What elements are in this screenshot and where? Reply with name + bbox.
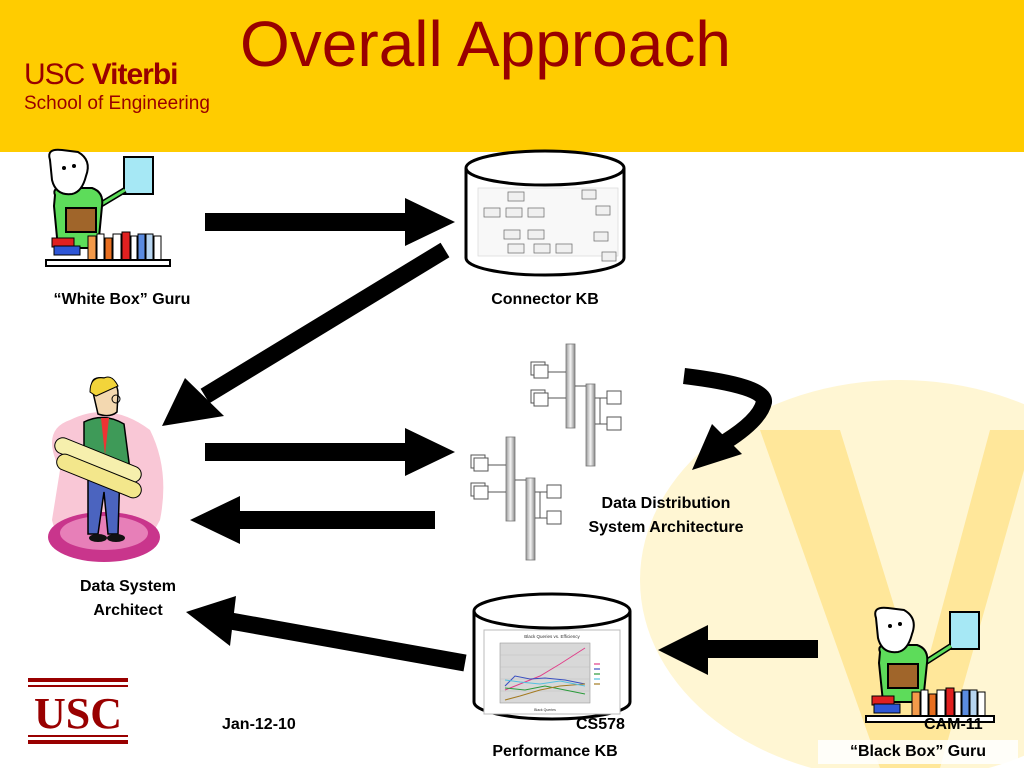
data-distribution-diagram [470, 343, 622, 561]
arrow-connector-kb-to-architect [162, 242, 450, 426]
arrow-distribution-to-architect [190, 496, 435, 544]
arrow-performance-kb-to-architect [186, 596, 467, 672]
data-distribution-label: Data Distribution System Architecture [588, 495, 744, 536]
arrow-curved-to-distribution [683, 368, 772, 470]
mini-chart-title: Black Queries vs. Efficiency [524, 634, 580, 639]
black-box-guru-figure [865, 606, 995, 723]
performance-kb-label: Performance KB [460, 740, 650, 764]
arrow-architect-to-distribution [205, 428, 455, 476]
data-system-architect-figure [48, 376, 164, 562]
slide-title: Overall Approach [240, 8, 731, 80]
performance-kb-cylinder: Black Queries vs. Efficiency Black Queri… [472, 592, 632, 721]
arrow-black-box-guru-to-performance-kb [658, 625, 818, 675]
usc-logo: USC [28, 678, 128, 744]
data-system-architect-label: Data System Architect [79, 578, 177, 619]
black-box-guru-label: “Black Box” Guru [818, 740, 1018, 764]
arrow-guru-to-connector-kb [205, 198, 455, 246]
usc-logo-text: USC [34, 689, 122, 738]
usc-viterbi-logo: USC Viterbi School of Engineering [24, 58, 210, 114]
footer-date: Jan-12-10 [222, 716, 296, 733]
connector-kb-cylinder [464, 149, 626, 277]
title-bar [0, 0, 1024, 152]
connector-kb-label: Connector KB [491, 291, 599, 308]
arrows [162, 198, 818, 675]
footer-right: CAM-11 [924, 716, 983, 733]
white-box-guru-label: “White Box” Guru [53, 291, 191, 308]
white-box-guru-figure [45, 148, 171, 267]
mini-chart-xlabel: Black Queries [534, 708, 556, 712]
footer-course: CS578 [576, 716, 625, 733]
